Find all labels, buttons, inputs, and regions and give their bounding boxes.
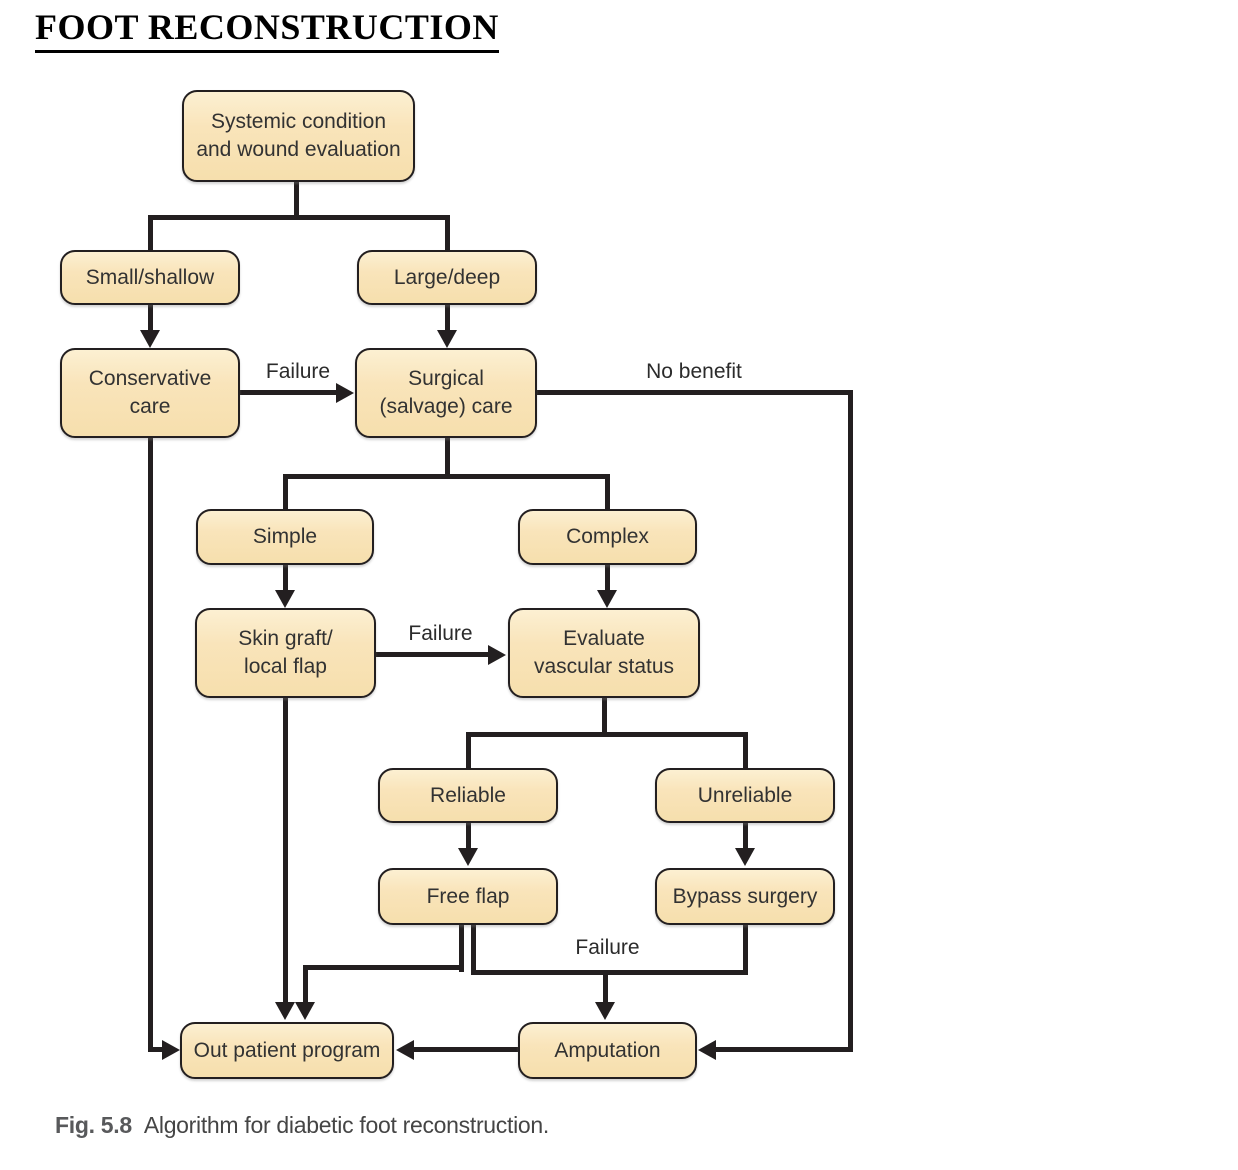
connector-branch1-horizontal: [148, 215, 450, 220]
arrowhead-into-surgical: [437, 330, 457, 348]
node-unreliable: Unreliable: [655, 768, 835, 823]
node-surgical-care: Surgical (salvage) care: [355, 348, 537, 438]
connector-branch2-left: [283, 474, 288, 510]
connector-systemic-down: [294, 180, 299, 220]
connector-conservative-bottom: [148, 1047, 164, 1052]
connector-freeflap-left-horizontal: [303, 965, 464, 970]
node-bypass-surgery: Bypass surgery: [655, 868, 835, 925]
arrowhead-amputation-into-outpatient: [396, 1040, 414, 1060]
arrowhead-conservative-into-outpatient: [162, 1040, 180, 1060]
figure-caption-tag: Fig. 5.8: [55, 1112, 132, 1138]
node-conservative-care: Conservative care: [60, 348, 240, 438]
connector-freeflap-right-down: [471, 923, 476, 975]
node-systemic-condition: Systemic condition and wound evaluation: [182, 90, 415, 182]
connector-failure-conservative: [240, 390, 338, 395]
connector-branch2-horizontal: [283, 474, 608, 479]
node-large-deep: Large/deep: [357, 250, 537, 305]
arrowhead-failure-into-surgical: [336, 383, 354, 403]
connector-no-benefit-horizontal: [535, 390, 853, 395]
connector-freeflap-into-outpatient: [303, 965, 308, 1006]
node-evaluate-vascular-status: Evaluate vascular status: [508, 608, 700, 698]
arrowhead-skin-into-outpatient: [275, 1002, 295, 1020]
figure-caption: Fig. 5.8 Algorithm for diabetic foot rec…: [55, 1112, 549, 1139]
node-complex: Complex: [518, 509, 697, 565]
connector-branch1-right: [445, 215, 450, 252]
node-simple: Simple: [196, 509, 374, 565]
connector-unreliable-to-bypass: [743, 821, 748, 850]
connector-surgical-down: [445, 435, 450, 479]
node-out-patient-program: Out patient program: [180, 1022, 394, 1079]
connector-skin-to-outpatient: [283, 696, 288, 1006]
page-title: FOOT RECONSTRUCTION: [35, 6, 499, 53]
connector-evaluate-down: [602, 696, 607, 737]
connector-branch3-horizontal: [466, 732, 747, 737]
connector-bypass-down: [743, 923, 748, 975]
connector-complex-to-evaluate: [605, 564, 610, 592]
connector-branch3-left: [466, 732, 471, 769]
connector-failure-bottom-horizontal: [471, 970, 748, 975]
arrowhead-no-benefit-into-amputation: [698, 1040, 716, 1060]
arrowhead-into-freeflap: [458, 848, 478, 866]
arrowhead-failure-into-evaluate: [488, 645, 506, 665]
figure-caption-text: Algorithm for diabetic foot reconstructi…: [143, 1112, 549, 1138]
arrowhead-freeflap-into-outpatient: [295, 1002, 315, 1020]
edge-label-failure-conservative: Failure: [265, 360, 331, 383]
connector-large-to-surgical: [445, 303, 450, 331]
connector-reliable-to-freeflap: [466, 821, 471, 850]
arrowhead-into-evaluate: [597, 590, 617, 608]
node-skin-graft-local-flap: Skin graft/ local flap: [195, 608, 376, 698]
arrowhead-into-skin-graft: [275, 590, 295, 608]
connector-no-benefit-vertical: [848, 390, 853, 1052]
arrowhead-into-amputation: [595, 1002, 615, 1020]
connector-amputation-to-outpatient: [414, 1047, 518, 1052]
node-amputation: Amputation: [518, 1022, 697, 1079]
connector-small-to-conservative: [148, 303, 153, 331]
connector-conservative-to-outpatient: [148, 435, 153, 1052]
connector-failure-skin-graft: [375, 652, 490, 657]
connector-branch1-left: [148, 215, 153, 252]
edge-label-failure-skin-graft: Failure: [408, 622, 473, 645]
arrowhead-into-bypass: [735, 848, 755, 866]
node-reliable: Reliable: [378, 768, 558, 823]
node-free-flap: Free flap: [378, 868, 558, 925]
connector-branch2-right: [605, 474, 610, 510]
connector-simple-to-skin: [283, 564, 288, 592]
edge-label-no-benefit: No benefit: [646, 360, 742, 383]
connector-freeflap-left-down: [459, 923, 464, 972]
connector-no-benefit-bottom: [716, 1047, 853, 1052]
page-title-text: FOOT RECONSTRUCTION: [35, 6, 499, 53]
connector-branch3-right: [743, 732, 748, 769]
arrowhead-into-conservative: [140, 330, 160, 348]
node-small-shallow: Small/shallow: [60, 250, 240, 305]
edge-label-failure-bottom: Failure: [575, 936, 640, 959]
connector-into-amputation: [603, 970, 608, 1004]
